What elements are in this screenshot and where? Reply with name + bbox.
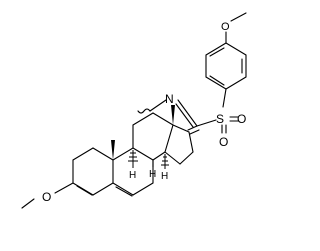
ring-to-s-bond	[222, 88, 227, 108]
o-to-methyl-bond-bottom	[21, 198, 35, 209]
stereo-h-c14: H	[161, 171, 168, 182]
wavy-bond	[137, 108, 151, 114]
c13-methyl-wedge	[171, 105, 175, 125]
atom-o-sulfonyl-bottom: O	[219, 135, 228, 149]
atom-o-methoxy-bottom: O	[42, 190, 51, 204]
s-to-c20-bond	[196, 119, 217, 127]
ring-a	[72, 147, 114, 196]
molecule-drawing: O S O O N O H H H	[21, 12, 247, 209]
ring-b	[112, 147, 154, 197]
ring-d	[164, 124, 194, 165]
aryl-ring	[205, 42, 247, 90]
stereo-h-c9: H	[129, 170, 136, 181]
c3-to-o-bond	[54, 182, 74, 194]
ring-c	[132, 112, 174, 161]
structure-diagram: O S O O N O H H H	[21, 12, 247, 209]
o-to-methyl-bond	[230, 12, 247, 22]
atom-n-imine: N	[165, 92, 174, 106]
stereo-h-c8: H	[149, 169, 156, 180]
c10-methyl-wedge	[111, 140, 115, 160]
atom-o-methoxy-top: O	[221, 21, 230, 33]
atom-s-sulfonyl: S	[216, 112, 224, 126]
atom-o-sulfonyl-right: O	[237, 112, 246, 126]
